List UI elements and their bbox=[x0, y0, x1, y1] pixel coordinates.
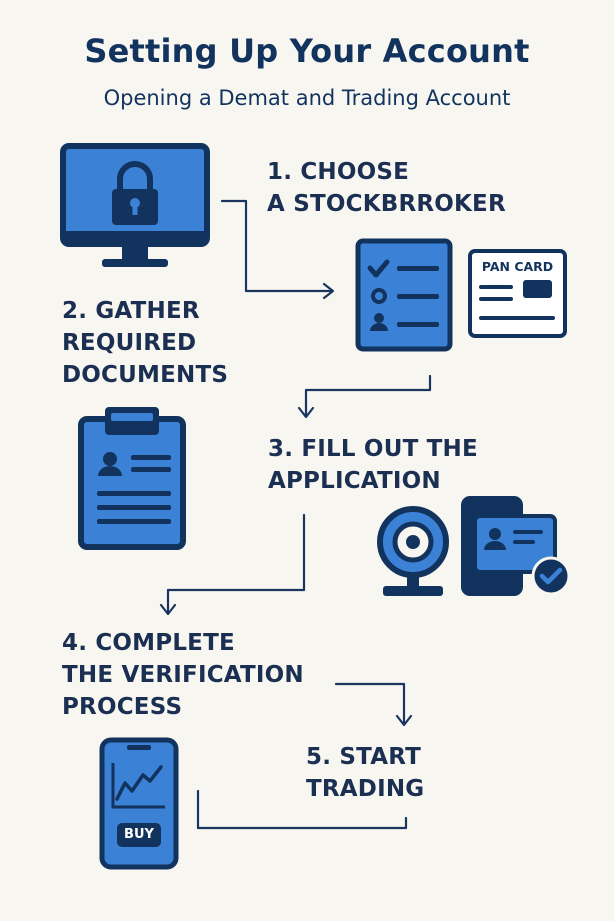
trading-phone-icon bbox=[99, 737, 179, 870]
step-3-label: 3. FILL OUT THE APPLICATION bbox=[268, 433, 478, 497]
connector-5-buy bbox=[196, 789, 408, 830]
connector-4-5-head bbox=[395, 714, 413, 727]
step-4-label: 4. COMPLETE THE VERIFICATION PROCESS bbox=[62, 627, 304, 723]
page-subtitle: Opening a Demat and Trading Account bbox=[103, 86, 511, 110]
connector-3-4-head bbox=[159, 603, 177, 616]
webcam-icon bbox=[377, 506, 449, 596]
buy-button-label: BUY bbox=[124, 827, 154, 842]
connector-2-3-head bbox=[297, 406, 315, 419]
application-form-icon bbox=[355, 238, 453, 352]
step-1-line-1: 1. CHOOSE bbox=[267, 159, 410, 185]
pan-card-icon bbox=[468, 249, 567, 338]
step-2-line-2: REQUIRED bbox=[62, 330, 197, 356]
step-3-line-2: APPLICATION bbox=[268, 468, 441, 494]
connector-3-4 bbox=[166, 513, 306, 615]
trading-phone: BUY bbox=[99, 737, 179, 870]
step-5-line-1: 5. START bbox=[306, 744, 421, 770]
connector-1-2-head bbox=[322, 282, 335, 300]
step-4-line-2: THE VERIFICATION bbox=[62, 662, 304, 688]
connector-2-3 bbox=[304, 374, 432, 418]
pan-card: PAN CARD bbox=[467, 248, 568, 339]
step-2-label: 2. GATHER REQUIRED DOCUMENTS bbox=[62, 295, 228, 391]
pan-card-label: PAN CARD bbox=[481, 259, 554, 274]
page-title: Setting Up Your Account bbox=[84, 32, 530, 70]
monitor-lock-icon bbox=[60, 143, 210, 267]
step-1-line-2: A STOCKBRROKER bbox=[267, 191, 506, 217]
connector-4-5 bbox=[334, 682, 406, 726]
step-2-line-3: DOCUMENTS bbox=[62, 362, 229, 388]
connector-1-2 bbox=[220, 199, 334, 293]
id-verification-icon bbox=[461, 496, 571, 596]
clipboard-icon bbox=[78, 407, 186, 550]
step-4-line-1: 4. COMPLETE bbox=[62, 630, 235, 656]
step-1-label: 1. CHOOSE A STOCKBRROKER bbox=[267, 156, 506, 220]
step-3-line-1: 3. FILL OUT THE bbox=[268, 436, 478, 462]
step-5-line-2: TRADING bbox=[306, 776, 425, 802]
step-5-label: 5. START TRADING bbox=[306, 741, 424, 805]
step-4-line-3: PROCESS bbox=[62, 694, 183, 720]
step-2-line-1: 2. GATHER bbox=[62, 298, 200, 324]
